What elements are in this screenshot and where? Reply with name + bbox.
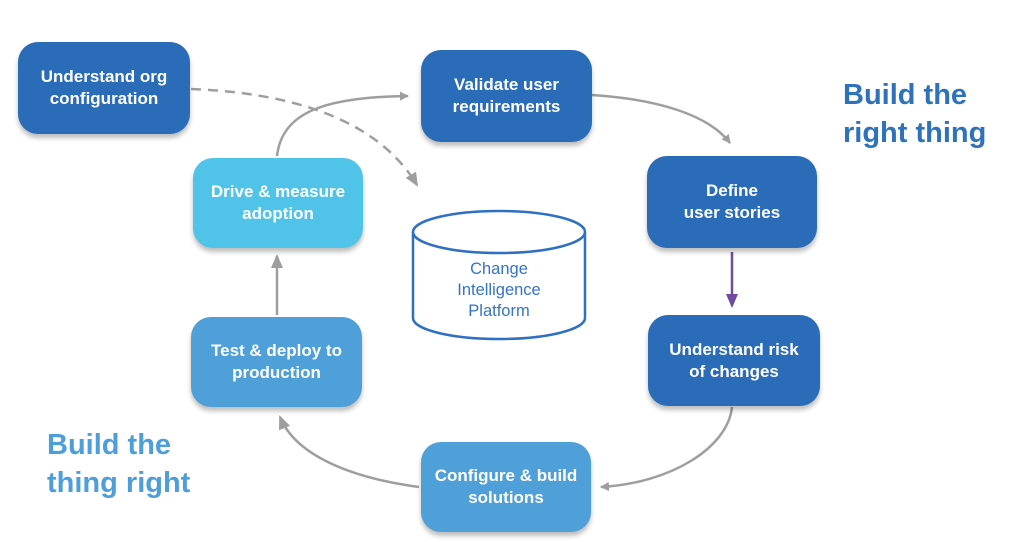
node-test-deploy-production: Test & deploy to production bbox=[191, 317, 362, 407]
node-validate-user-requirements: Validate user requirements bbox=[421, 50, 592, 142]
node-label: Understand risk of changes bbox=[669, 339, 799, 381]
platform-cylinder bbox=[411, 209, 587, 341]
node-label: Define user stories bbox=[683, 181, 781, 222]
dashed-arrow-org-to-platform bbox=[190, 87, 419, 187]
node-understand-risk-of-changes: Understand risk of changes bbox=[648, 315, 820, 406]
caption-build-the-thing-right: Build the thing right bbox=[47, 429, 191, 499]
node-define-user-stories: Define user stories bbox=[647, 156, 817, 248]
platform-label: Change Intelligence Platform bbox=[457, 260, 541, 320]
node-configure-build-solutions: Configure & build solutions bbox=[421, 442, 591, 532]
node-label: Drive & measure adoption bbox=[210, 182, 346, 223]
cylinder-body bbox=[411, 232, 587, 341]
arrow-validate-to-define bbox=[591, 93, 731, 144]
node-label: Test & deploy to production bbox=[211, 341, 342, 382]
caption-build-the-right-thing: Build the right thing bbox=[843, 79, 987, 149]
arrow-risk-to-configure bbox=[600, 406, 734, 492]
arrow-configure-to-test bbox=[278, 415, 420, 489]
node-label: Validate user requirements bbox=[452, 75, 561, 116]
node-drive-measure-adoption: Drive & measure adoption bbox=[193, 158, 363, 248]
node-label: Configure & build solutions bbox=[434, 466, 578, 507]
node-understand-org-configuration: Understand org configuration bbox=[18, 42, 190, 134]
cylinder-top bbox=[411, 209, 587, 255]
node-label: Understand org configuration bbox=[40, 67, 168, 108]
